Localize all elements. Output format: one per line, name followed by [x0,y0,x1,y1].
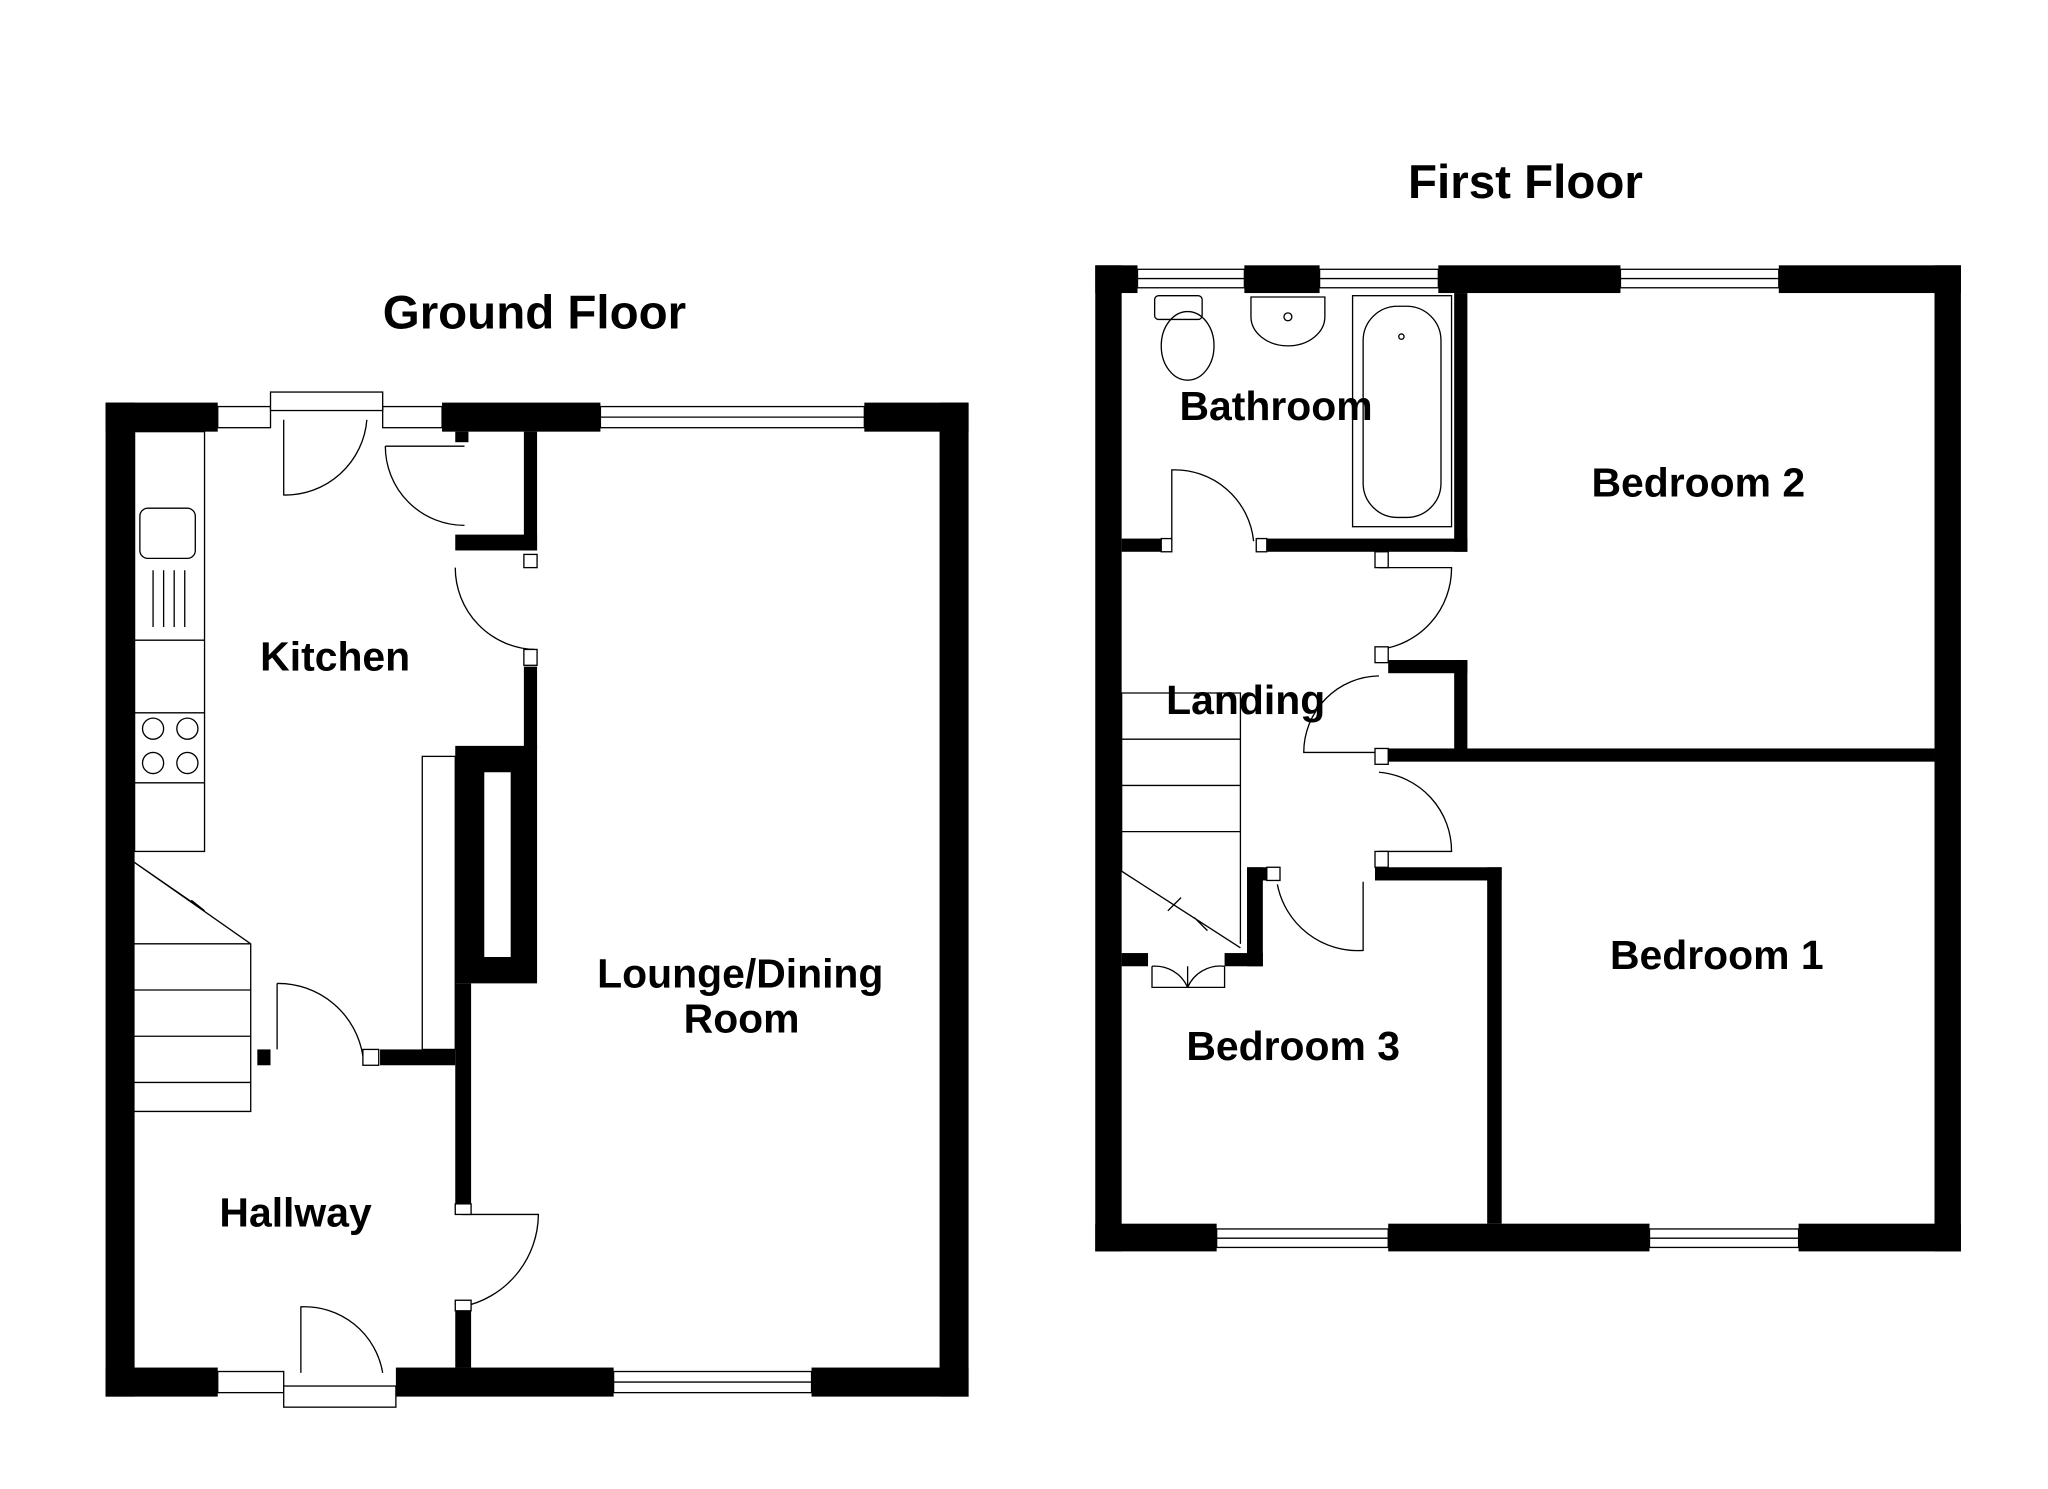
room-label-kitchen: Kitchen [260,634,410,680]
room-label-bedroom1: Bedroom 1 [1610,932,1824,978]
first-floor-walls [1095,265,1961,1252]
drainer-icon [152,570,186,628]
room-label-lounge-line1: Lounge/Dining [597,950,883,996]
first-floor-windows [1136,268,1800,1249]
ground-floor-doors [269,391,540,1408]
first-floor-doors [1151,469,1453,989]
bath-icon [1351,295,1453,528]
room-label-landing: Landing [1166,677,1325,723]
room-label-hallway: Hallway [219,1189,372,1235]
first-floor-title: First Floor [1408,156,1643,209]
first-floor-stairs [1120,692,1242,949]
bathroom-fixtures [1153,295,1453,528]
toilet-icon [1153,295,1215,381]
room-label-bedroom3: Bedroom 3 [1186,1023,1400,1069]
room-label-lounge-line2: Room [684,995,800,1041]
ground-floor-windows [217,405,865,1394]
ground-floor-stairs [131,860,252,1113]
kitchen-counter [133,430,456,1051]
hob-icon [141,717,199,775]
ground-floor-walls [105,402,969,1397]
ground-floor-title: Ground Floor [383,287,686,340]
first-floor-plan: First Floor [1095,156,1961,1252]
room-label-bedroom2: Bedroom 2 [1591,459,1805,505]
basin-icon [1250,296,1326,347]
ground-floor-plan: Ground Floor [105,287,969,1408]
sink-icon [139,507,196,560]
room-label-bathroom: Bathroom [1179,383,1372,429]
